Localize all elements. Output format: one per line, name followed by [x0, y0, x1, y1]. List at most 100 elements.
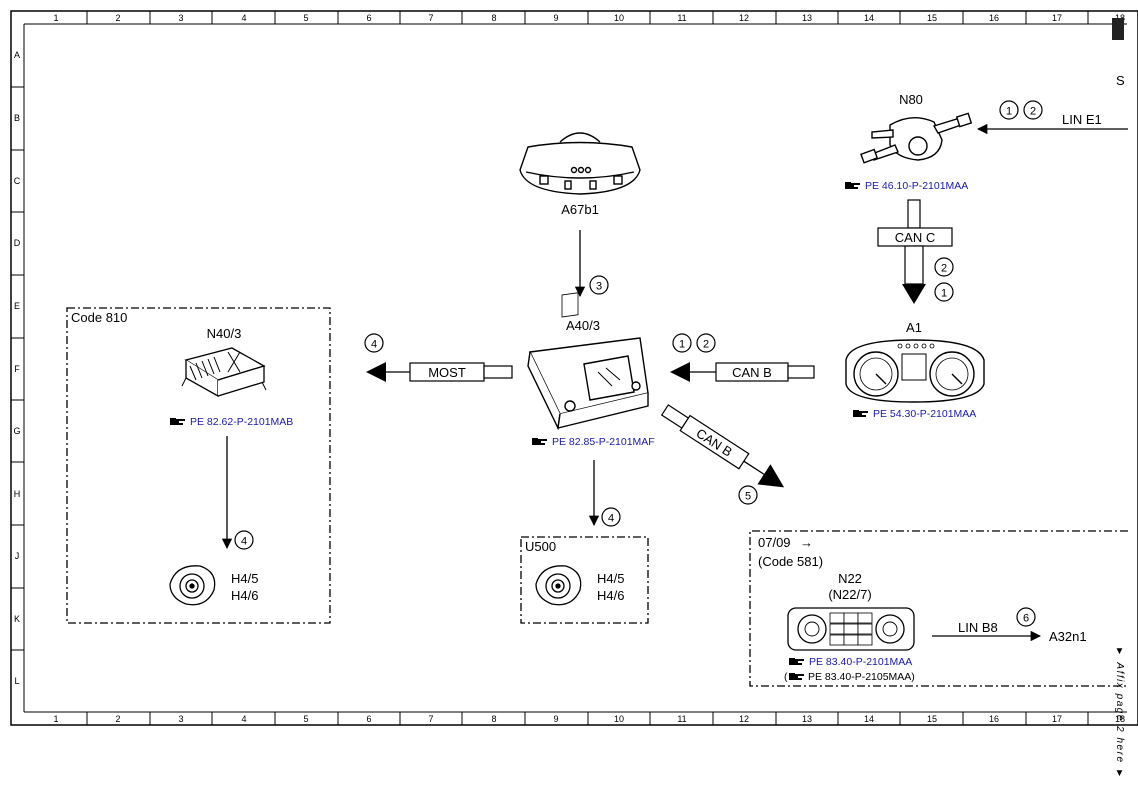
corner-tab-icon: [1112, 18, 1124, 40]
grid-col-12: 12: [739, 13, 749, 23]
code-810-label: Code 810: [71, 310, 127, 325]
grid-col-14: 14: [864, 13, 874, 23]
n22-ref: PE 83.40-P-2101MAA: [789, 656, 912, 668]
code-581-date-arrow: →: [800, 535, 813, 550]
marker-5: 5: [738, 485, 758, 505]
grid-col-5: 5: [303, 13, 308, 23]
grid-row-A: A: [14, 50, 20, 60]
grid-col-9: 9: [553, 13, 558, 23]
affix-page-note: ▼ Affix page 2 here ▼: [1114, 646, 1125, 781]
speaker-mid-label-2: H4/6: [597, 588, 624, 603]
grid-col-13-bottom: 13: [802, 714, 812, 724]
n40-3-ref: PE 82.62-P-2101MAB: [170, 416, 293, 428]
svg-text:1: 1: [679, 339, 685, 351]
svg-text:4: 4: [241, 536, 247, 548]
lin-b8-label: LIN B8: [958, 620, 998, 635]
grid-col-17: 17: [1052, 13, 1062, 23]
can-b-diagonal-bus: CAN B: [660, 404, 785, 488]
grid-col-11: 11: [677, 13, 686, 23]
grid-col-1-bottom: 1: [53, 714, 58, 724]
marker-6: 6: [1016, 607, 1036, 627]
can-c-bus: CAN C: [877, 199, 953, 304]
code-810-group-box: [66, 307, 331, 624]
grid-col-6-bottom: 6: [366, 714, 371, 724]
speaker-mid-label-1: H4/5: [597, 571, 624, 586]
grid-col-6: 6: [366, 13, 371, 23]
grid-row-H: H: [14, 489, 21, 499]
grid-col-4: 4: [241, 13, 246, 23]
grid-row-B: B: [14, 113, 20, 123]
can-b-bus-label: CAN B: [732, 365, 772, 380]
svg-text:5: 5: [745, 491, 751, 503]
svg-text:PE 83.40-P-2105MAA): PE 83.40-P-2105MAA): [808, 671, 915, 683]
svg-text:PE 82.85-P-2101MAF: PE 82.85-P-2101MAF: [552, 436, 655, 448]
speaker-left-label-1: H4/5: [231, 571, 258, 586]
grid-col-2-bottom: 2: [115, 714, 120, 724]
svg-text:4: 4: [608, 513, 614, 525]
svg-text:2: 2: [1030, 106, 1036, 118]
grid-row-C: C: [14, 176, 21, 186]
svg-text:6: 6: [1023, 613, 1029, 625]
grid-row-E: E: [14, 301, 20, 311]
marker-4-most: 4: [364, 333, 384, 353]
marker-1-n80: 1: [999, 100, 1019, 120]
lin-e1-label: LIN E1: [1062, 112, 1102, 127]
u500-group-box: [520, 536, 649, 624]
grid-col-10: 10: [614, 13, 624, 23]
a1-label: A1: [906, 320, 922, 335]
grid-row-L: L: [14, 676, 19, 686]
svg-text:PE 54.30-P-2101MAA: PE 54.30-P-2101MAA: [873, 408, 976, 420]
n40-3-amplifier-icon: [181, 347, 267, 398]
svg-text:2: 2: [941, 263, 947, 275]
n40-3-label: N40/3: [207, 326, 242, 341]
grid-col-10-bottom: 10: [614, 714, 624, 724]
n80-ref: PE 46.10-P-2101MAA: [845, 180, 968, 192]
marker-4-u500: 4: [601, 507, 621, 527]
a1-ref: PE 54.30-P-2101MAA: [853, 408, 976, 420]
svg-text:1: 1: [941, 288, 947, 300]
grid-col-5-bottom: 5: [303, 714, 308, 724]
grid-row-G: G: [13, 426, 20, 436]
corner-text: S: [1116, 73, 1125, 88]
grid-col-16-bottom: 16: [989, 714, 999, 724]
n22-label: N22: [838, 571, 862, 586]
grid-col-9-bottom: 9: [553, 714, 558, 724]
speaker-left-icon: [169, 565, 216, 606]
marker-1-canb: 1: [672, 333, 692, 353]
most-bus: MOST: [366, 362, 513, 382]
can-c-bus-label: CAN C: [895, 230, 935, 245]
grid-col-1: 1: [53, 13, 58, 23]
code-581-group-box: [749, 530, 1128, 687]
n22-ref-alt: ( PE 83.40-P-2105MAA): [784, 671, 915, 683]
grid-col-3: 3: [178, 13, 183, 23]
grid-col-3-bottom: 3: [178, 714, 183, 724]
grid-col-4-bottom: 4: [241, 714, 246, 724]
grid-col-15-bottom: 15: [927, 714, 937, 724]
a67b1-label: A67b1: [561, 202, 599, 217]
svg-text:1: 1: [1006, 106, 1012, 118]
a1-instrument-cluster-icon: [845, 339, 985, 403]
svg-text:4: 4: [371, 339, 377, 351]
svg-text:(: (: [784, 671, 788, 683]
code-581-date: 07/09: [758, 535, 791, 550]
grid-col-13: 13: [802, 13, 812, 23]
grid-col-7: 7: [428, 13, 433, 23]
grid-col-7-bottom: 7: [428, 714, 433, 724]
marker-3: 3: [589, 275, 609, 295]
svg-text:PE 46.10-P-2101MAA: PE 46.10-P-2101MAA: [865, 180, 968, 192]
marker-2-canc: 2: [934, 257, 954, 277]
marker-2-n80: 2: [1023, 100, 1043, 120]
grid-row-F: F: [14, 364, 20, 374]
grid-row-J: J: [15, 551, 20, 561]
marker-4-n40: 4: [234, 530, 254, 550]
grid-col-18-bottom: 18: [1115, 714, 1125, 724]
grid-col-15: 15: [927, 13, 937, 23]
n80-label: N80: [899, 92, 923, 107]
most-bus-label: MOST: [428, 365, 466, 380]
u500-label: U500: [525, 539, 556, 554]
a40-3-ref: PE 82.85-P-2101MAF: [532, 436, 655, 448]
grid-col-8: 8: [491, 13, 496, 23]
a67b1-mirror-icon: [519, 132, 641, 195]
grid-col-12-bottom: 12: [739, 714, 749, 724]
